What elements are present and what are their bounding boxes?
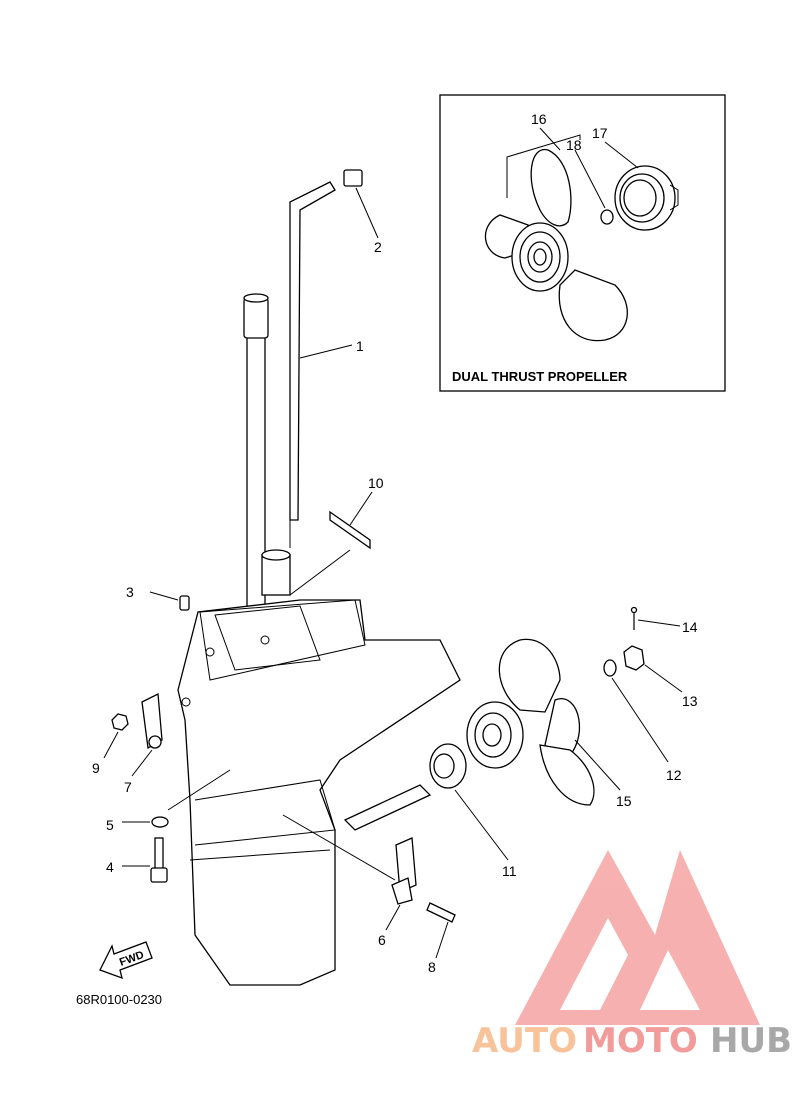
fwd-arrow: FWD xyxy=(99,941,153,980)
lower-case-housing xyxy=(177,520,461,986)
callout-9: 9 xyxy=(92,760,100,776)
callout-12: 12 xyxy=(666,767,682,783)
callout-4: 4 xyxy=(106,859,114,875)
shift-rod-assembly: 2 1 xyxy=(289,169,382,521)
watermark-logo: AUTO MOTO HUB xyxy=(472,850,792,1061)
callout-3: 3 xyxy=(126,584,134,600)
callout-8: 8 xyxy=(428,959,436,975)
callout-15: 15 xyxy=(616,793,632,809)
callout-10: 10 xyxy=(368,475,384,491)
callout-16: 16 xyxy=(531,111,547,127)
left-side-parts: 9 7 5 4 xyxy=(92,692,231,883)
right-lower-parts: 6 8 xyxy=(282,814,456,975)
plate-part-10: 10 xyxy=(329,475,384,550)
diagram-code: 68R0100-0230 xyxy=(76,992,162,1007)
callout-13: 13 xyxy=(682,693,698,709)
callout-5: 5 xyxy=(106,817,114,833)
dual-thrust-propeller-inset: DUAL THRUST PROPELLER 16 17 18 xyxy=(439,94,726,392)
watermark-text-auto: AUTO xyxy=(472,1021,577,1061)
callout-14: 14 xyxy=(682,619,698,635)
watermark-text-moto: MOTO xyxy=(583,1021,698,1061)
callout-18: 18 xyxy=(566,137,582,153)
inset-title: DUAL THRUST PROPELLER xyxy=(452,369,628,384)
propeller-assembly: 11 15 12 13 14 xyxy=(429,606,698,879)
callout-11: 11 xyxy=(502,863,517,879)
callout-17: 17 xyxy=(592,125,608,141)
callout-1: 1 xyxy=(356,338,364,354)
dowel-pin-3: 3 xyxy=(126,584,190,611)
watermark-text-hub: HUB xyxy=(710,1021,792,1061)
callout-2: 2 xyxy=(374,239,382,255)
callout-6: 6 xyxy=(378,932,386,948)
callout-7: 7 xyxy=(124,779,132,795)
